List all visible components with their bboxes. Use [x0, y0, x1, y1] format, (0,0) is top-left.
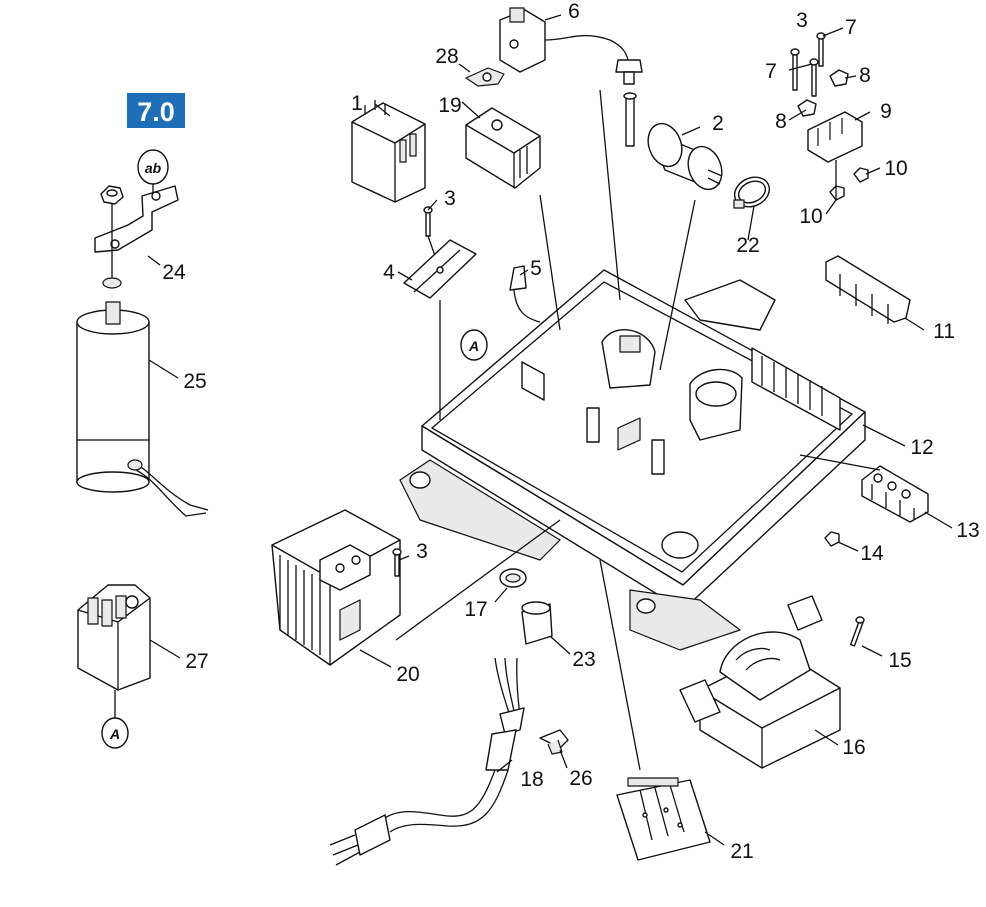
callout-7b: 7	[765, 60, 777, 83]
callout-10b: 10	[799, 205, 822, 228]
rail-4	[403, 239, 477, 299]
bracket-24	[94, 185, 179, 253]
contactor-1	[351, 100, 426, 203]
clip-28	[465, 67, 505, 87]
marker-A-top: A	[460, 329, 488, 361]
callout-22: 22	[736, 234, 759, 257]
callout-18: 18	[520, 768, 543, 791]
callout-9: 9	[880, 100, 892, 123]
marker-ab: ab	[137, 149, 169, 185]
callout-12: 12	[910, 436, 933, 459]
callout-1: 1	[351, 92, 363, 115]
callout-15: 15	[888, 649, 911, 672]
callout-6: 6	[568, 0, 580, 23]
relay-27	[77, 584, 151, 691]
screw-7b	[816, 32, 826, 67]
callout-3-top: 3	[796, 9, 808, 32]
cable-18	[329, 657, 525, 866]
section-badge-bg	[127, 93, 185, 128]
coil-19	[465, 107, 541, 189]
ignition-transformer-16	[679, 595, 841, 769]
section-badge-label: 7.0	[137, 97, 175, 127]
screw-15	[849, 616, 865, 647]
lug-26	[539, 729, 569, 755]
callout-13: 13	[956, 519, 979, 542]
capacitor-25	[76, 301, 209, 517]
capacitor-2	[647, 122, 723, 191]
nut-10a	[853, 167, 869, 183]
callout-11: 11	[933, 320, 955, 343]
bracket-11	[825, 255, 911, 324]
callout-28: 28	[435, 45, 458, 68]
gland-23	[521, 601, 553, 645]
callout-labels: 1 2 3 3 3 4 5 6 7 7 8 8 9 10 10 11 12 13…	[162, 0, 979, 863]
callout-2: 2	[712, 112, 724, 135]
callout-25: 25	[183, 370, 206, 393]
callout-5: 5	[530, 257, 542, 280]
leader-lines	[147, 14, 953, 846]
transformer-20	[271, 509, 401, 666]
callout-24: 24	[162, 261, 186, 284]
callout-10a: 10	[884, 157, 907, 180]
housing-base	[399, 269, 866, 651]
callout-8a: 8	[859, 64, 871, 87]
callout-16: 16	[842, 736, 865, 759]
circuit-board-21	[616, 777, 711, 861]
thermostat-6	[499, 7, 643, 147]
sensor-5	[509, 265, 541, 323]
clamp-22	[733, 176, 771, 209]
marker-A-bottom: A	[101, 717, 129, 749]
callout-3-mid: 3	[444, 187, 456, 210]
callout-23: 23	[572, 648, 595, 671]
ring-17	[499, 568, 527, 588]
callout-17: 17	[464, 598, 487, 621]
nut-14	[824, 531, 840, 547]
terminal-block-13	[861, 465, 929, 523]
fuse-holder-9	[807, 111, 863, 163]
callout-26: 26	[569, 767, 592, 790]
svg-text:A: A	[109, 726, 120, 742]
screw-3-low	[392, 548, 402, 577]
nut-24	[100, 185, 124, 205]
callout-19: 19	[438, 94, 461, 117]
callout-8b: 8	[775, 110, 787, 133]
svg-text:ab: ab	[145, 160, 162, 176]
screw-3-mid	[423, 206, 433, 237]
callout-3-low: 3	[416, 540, 428, 563]
section-badge: 7.0	[127, 93, 185, 128]
callout-4: 4	[383, 261, 395, 284]
svg-text:A: A	[468, 338, 479, 354]
screw-7a	[809, 58, 819, 97]
callout-20: 20	[396, 663, 419, 686]
callout-21: 21	[730, 840, 753, 863]
washer-24	[102, 277, 122, 289]
callout-27: 27	[185, 650, 208, 673]
callout-14: 14	[860, 542, 884, 565]
nut-8b	[829, 69, 849, 87]
nut-10b	[829, 185, 845, 201]
screw-3-top	[790, 48, 800, 91]
callout-7a: 7	[845, 16, 857, 39]
